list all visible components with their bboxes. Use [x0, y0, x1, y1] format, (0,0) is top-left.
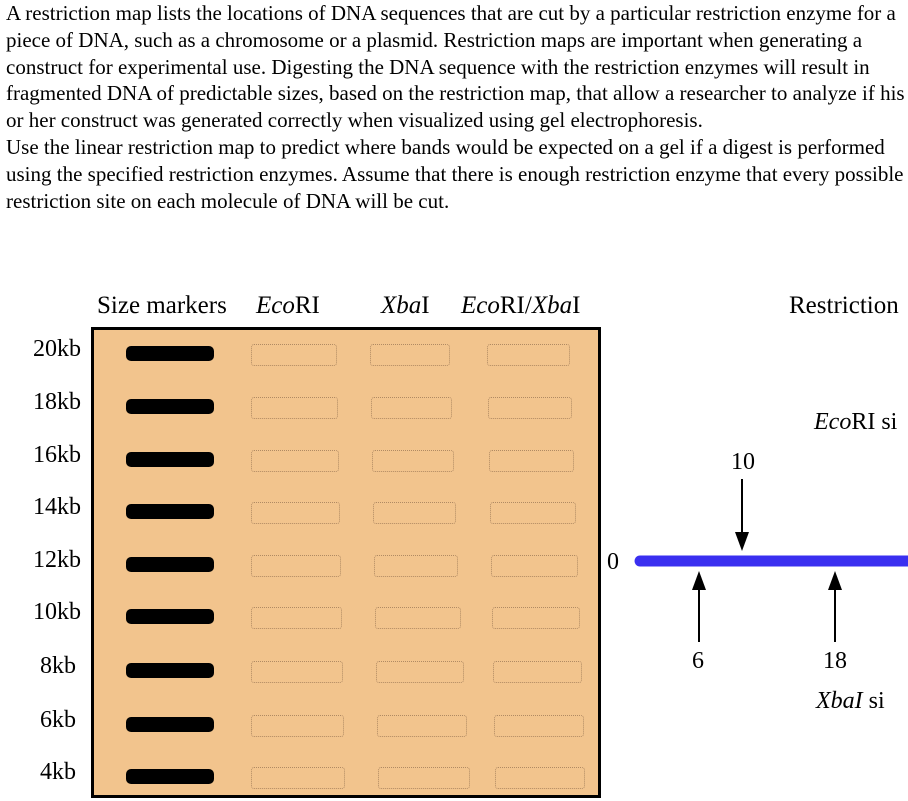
marker-label-18kb: 18kb	[33, 389, 81, 415]
ecori-lane-slot-8kb[interactable]	[251, 661, 343, 683]
xbai-lane-slot-18kb[interactable]	[371, 397, 452, 419]
xbai-site-arrow-18	[828, 571, 842, 642]
xbai-lane-slot-6kb[interactable]	[377, 715, 467, 737]
marker-band-6kb	[126, 717, 214, 732]
ecori-lane-slot-16kb[interactable]	[251, 450, 339, 472]
xbai-lane-slot-16kb[interactable]	[372, 450, 454, 472]
xbai-lane-slot-14kb[interactable]	[373, 502, 456, 524]
double-lane-slot-8kb[interactable]	[493, 661, 582, 683]
double-lane-slot-18kb[interactable]	[488, 397, 572, 419]
double-lane-slot-10kb[interactable]	[492, 607, 580, 629]
ecori-lane-slot-10kb[interactable]	[251, 607, 342, 629]
header-ecori-xbai: EcoRI/XbaI	[461, 292, 581, 319]
marker-band-20kb	[126, 346, 214, 361]
xbai-lane-slot-4kb[interactable]	[378, 767, 470, 789]
double-lane-slot-16kb[interactable]	[489, 450, 574, 472]
marker-label-6kb: 6kb	[40, 707, 76, 733]
map-title: Restriction	[789, 292, 899, 319]
marker-label-20kb: 20kb	[33, 336, 81, 362]
xbai-lane-slot-8kb[interactable]	[376, 661, 464, 683]
ecori-lane-slot-20kb[interactable]	[251, 344, 337, 366]
header-ecori: EcoRI	[256, 292, 320, 319]
ecori-lane-slot-4kb[interactable]	[251, 767, 345, 789]
gel	[91, 327, 601, 798]
marker-band-18kb	[126, 399, 214, 414]
double-lane-slot-20kb[interactable]	[487, 344, 570, 366]
marker-band-16kb	[126, 452, 214, 467]
marker-label-4kb: 4kb	[40, 759, 76, 785]
ecori-site-10-label: 10	[731, 449, 755, 475]
xbai-site-6-label: 6	[692, 648, 704, 674]
header-xbai: XbaI	[381, 292, 430, 319]
ecori-site-arrow-10	[735, 479, 749, 551]
marker-band-14kb	[126, 504, 214, 519]
ecori-lane-slot-6kb[interactable]	[251, 715, 344, 737]
xbai-site-18-label: 18	[823, 648, 847, 674]
xbai-lane-slot-10kb[interactable]	[375, 607, 461, 629]
xbai-sites-label: XbaI si	[816, 688, 885, 714]
instructions: A restriction map lists the locations of…	[6, 0, 906, 214]
intro-paragraph-1: A restriction map lists the locations of…	[6, 1, 905, 133]
double-lane-slot-4kb[interactable]	[495, 767, 585, 789]
map-start-label: 0	[607, 549, 619, 575]
marker-band-10kb	[126, 609, 214, 624]
marker-band-12kb	[126, 557, 214, 572]
xbai-lane-slot-12kb[interactable]	[374, 555, 458, 577]
ecori-lane-slot-18kb[interactable]	[251, 397, 338, 419]
xbai-site-arrow-6	[692, 571, 706, 642]
double-lane-slot-12kb[interactable]	[491, 555, 578, 577]
marker-label-14kb: 14kb	[33, 494, 81, 520]
ecori-sites-label: EcoRI si	[814, 409, 898, 435]
marker-label-16kb: 16kb	[33, 442, 81, 468]
double-lane-slot-14kb[interactable]	[490, 502, 576, 524]
marker-band-8kb	[126, 663, 214, 678]
marker-label-8kb: 8kb	[40, 653, 76, 679]
header-size-markers: Size markers	[97, 292, 227, 319]
xbai-lane-slot-20kb[interactable]	[370, 344, 450, 366]
intro-paragraph-2: Use the linear restriction map to predic…	[6, 134, 904, 213]
double-lane-slot-6kb[interactable]	[494, 715, 584, 737]
marker-label-10kb: 10kb	[33, 599, 81, 625]
ecori-lane-slot-12kb[interactable]	[251, 555, 341, 577]
marker-label-12kb: 12kb	[33, 547, 81, 573]
marker-band-4kb	[126, 769, 214, 784]
ecori-lane-slot-14kb[interactable]	[251, 502, 340, 524]
